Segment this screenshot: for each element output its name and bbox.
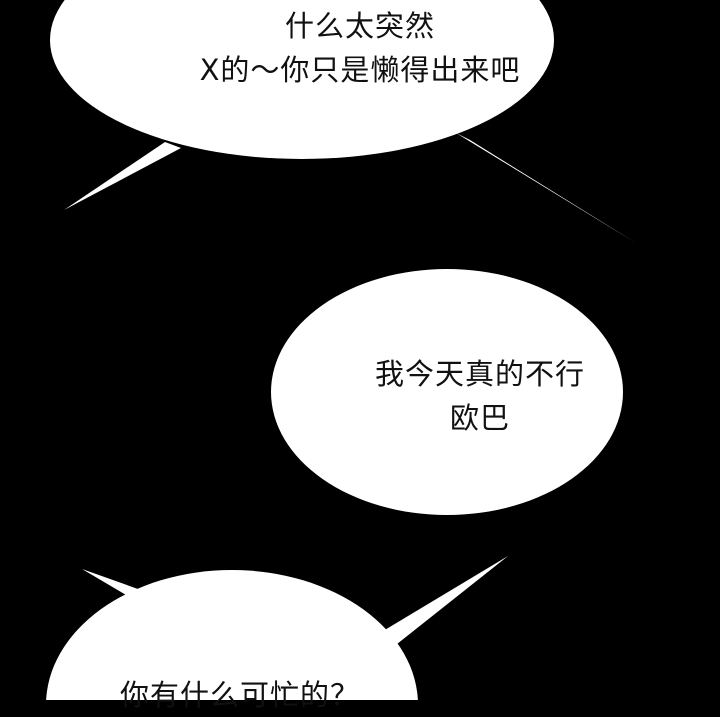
bubble-2-line-2: 欧巴	[449, 401, 510, 435]
speech-bubble-2-text: 我今天真的不行 欧巴	[340, 352, 620, 440]
bubble-3-line-1: 你有什么可忙的？	[119, 678, 360, 712]
speech-bubble-1-shape	[50, 0, 636, 243]
speech-bubble-1-text: 什么太突然 X的～你只是懒得出来吧	[180, 4, 540, 92]
bubble-2-line-1: 我今天真的不行	[374, 357, 585, 391]
speech-bubble-3-text: 你有什么可忙的？	[80, 673, 400, 717]
speech-bubble-2-shape	[271, 269, 623, 515]
bubble-1-line-1: 什么太突然	[284, 9, 435, 43]
comic-panel: 什么太突然 X的～你只是懒得出来吧 我今天真的不行 欧巴 你有什么可忙的？	[46, 0, 636, 712]
speech-bubble-3-shape	[46, 556, 508, 700]
speech-bubbles-art	[46, 0, 636, 700]
bubble-1-line-2: X的～你只是懒得出来吧	[199, 53, 521, 87]
